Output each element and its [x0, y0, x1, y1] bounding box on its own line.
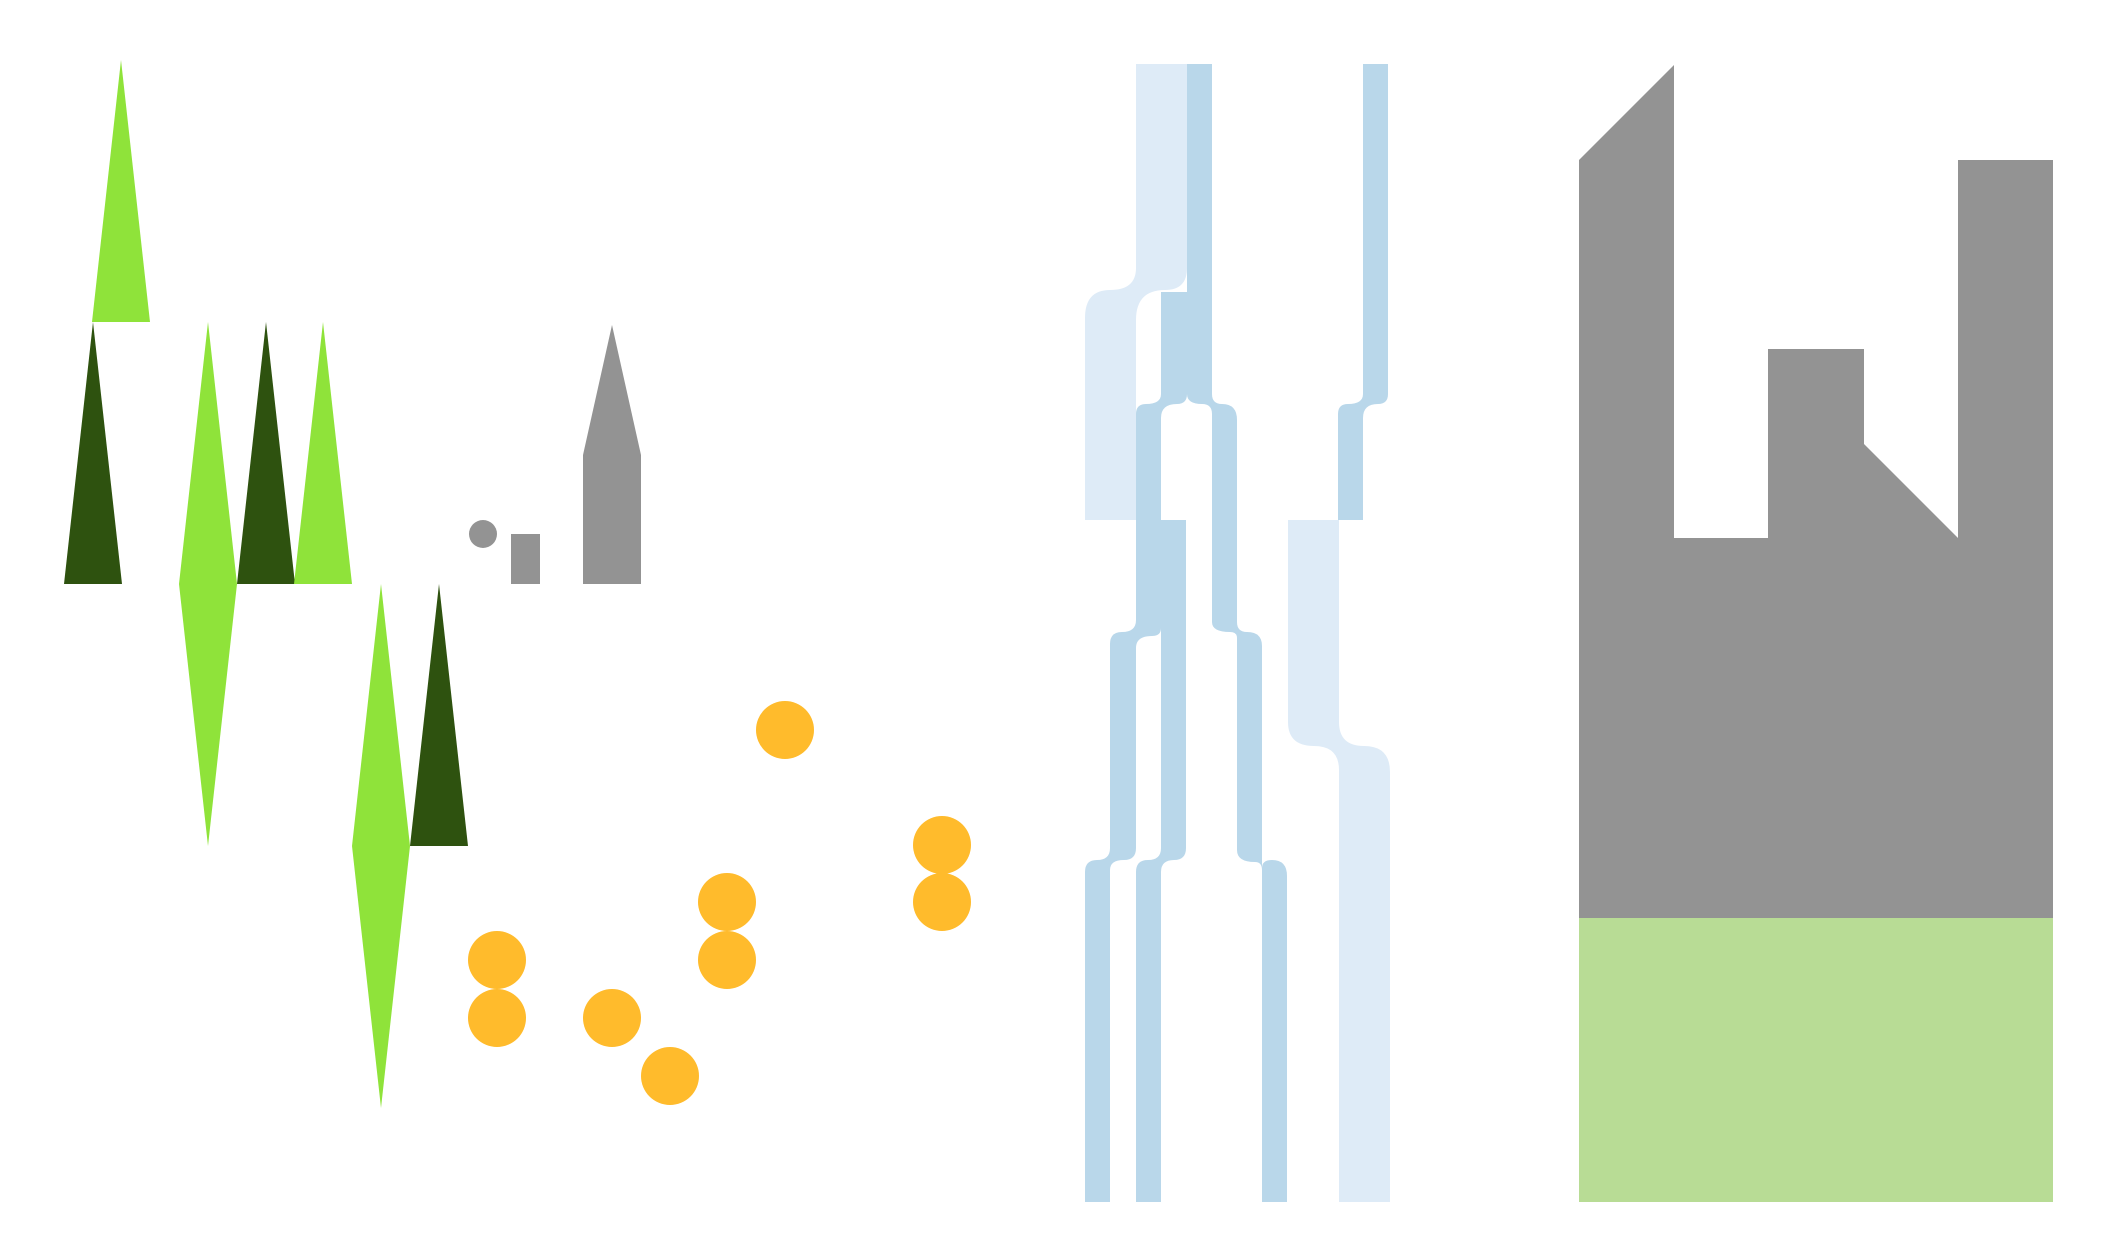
tree-dark-left	[64, 322, 122, 584]
stream-pale-lower	[1288, 520, 1390, 1202]
castle-group	[1579, 65, 2053, 1202]
stream-e	[1338, 64, 1388, 520]
stream-d	[1085, 520, 1136, 1202]
castle-silhouette	[1579, 65, 2053, 918]
stream-a-top	[1187, 64, 1287, 1202]
coin	[698, 873, 756, 931]
tree-light-diamond-left	[179, 322, 237, 846]
tree-dark-middle	[237, 322, 295, 584]
coin	[468, 989, 526, 1047]
tree-light-top	[92, 60, 150, 322]
streams-group	[1085, 64, 1390, 1202]
coin	[913, 816, 971, 874]
coin	[913, 873, 971, 931]
tree-dark-bottom	[410, 584, 468, 846]
coin	[641, 1047, 699, 1105]
coin	[468, 931, 526, 989]
hamlet-block	[511, 534, 540, 584]
tree-light-diamond-bottom	[352, 584, 410, 1108]
coins-group	[468, 701, 971, 1105]
forest-group	[64, 60, 468, 1108]
hamlet-tower	[583, 325, 641, 584]
stream-c	[1136, 520, 1186, 1202]
hamlet-dot	[469, 520, 497, 548]
stream-b	[1136, 292, 1187, 520]
meadow	[1579, 918, 2053, 1202]
hamlet-group	[469, 325, 641, 584]
coin	[698, 931, 756, 989]
coin	[583, 989, 641, 1047]
coin	[756, 701, 814, 759]
tree-light-middle	[294, 322, 352, 584]
stream-pale-upper	[1085, 64, 1187, 520]
